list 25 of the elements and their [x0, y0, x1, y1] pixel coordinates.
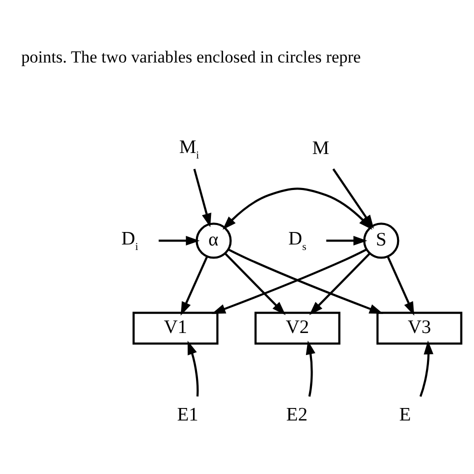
arrow: [306, 340, 316, 397]
arrow: [326, 236, 368, 246]
node-text: E2: [286, 404, 308, 426]
arrow: [158, 236, 200, 246]
node-box: V2: [254, 312, 340, 345]
arrow: [212, 248, 368, 314]
arrow: [188, 340, 199, 397]
arrow: [419, 340, 434, 397]
arrow: [193, 168, 212, 228]
arrow: [224, 252, 286, 316]
arrow: [309, 252, 370, 316]
node-text: M$_{i}$: [179, 137, 200, 162]
label: points. The two variables enclosed in circles repre: [21, 47, 361, 66]
node-circle: α: [196, 222, 232, 259]
node-text: D$_{i}$: [121, 228, 138, 253]
node-box: V1: [132, 312, 218, 345]
node-text: E1: [177, 404, 198, 426]
node-text: M: [312, 138, 330, 160]
node-text: D$_{s}$: [288, 228, 306, 253]
node-circle: S: [363, 222, 400, 259]
node-box: V3: [376, 312, 462, 345]
arrow: [228, 248, 384, 314]
arrow: [180, 256, 208, 316]
arrow: [386, 256, 414, 316]
node-text: E: [399, 404, 411, 426]
